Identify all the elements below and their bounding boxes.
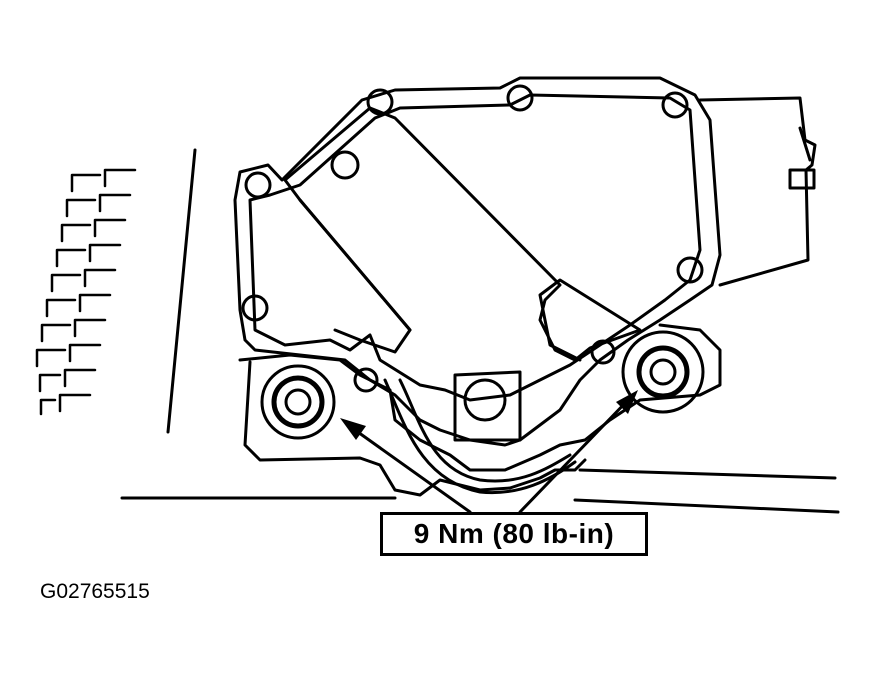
bolt-hole — [506, 84, 534, 112]
torque-spec-callout: 9 Nm (80 lb-in) — [380, 512, 648, 556]
arrowhead-right — [616, 390, 638, 414]
torque-spec-label: 9 Nm (80 lb-in) — [413, 518, 615, 549]
bolt-hole — [590, 339, 616, 365]
callout-arrows — [340, 390, 638, 514]
mounting-bolts — [260, 330, 705, 440]
bolt-hole — [244, 171, 272, 199]
electrical-connector — [698, 96, 817, 287]
figure-id: G02765515 — [40, 580, 150, 603]
arrowhead-left — [340, 418, 366, 440]
bolt-hole — [241, 294, 269, 322]
valve-body-edge — [35, 168, 137, 416]
bolt-hole — [463, 378, 507, 422]
bolt-hole — [661, 91, 689, 119]
bolt-hole — [366, 88, 394, 116]
sensor-body — [233, 76, 722, 497]
bolt-hole — [330, 150, 360, 180]
base-lines — [120, 148, 840, 514]
bolt-hole — [353, 367, 379, 393]
bolt-holes — [241, 84, 704, 422]
bolt-hole — [676, 256, 704, 284]
